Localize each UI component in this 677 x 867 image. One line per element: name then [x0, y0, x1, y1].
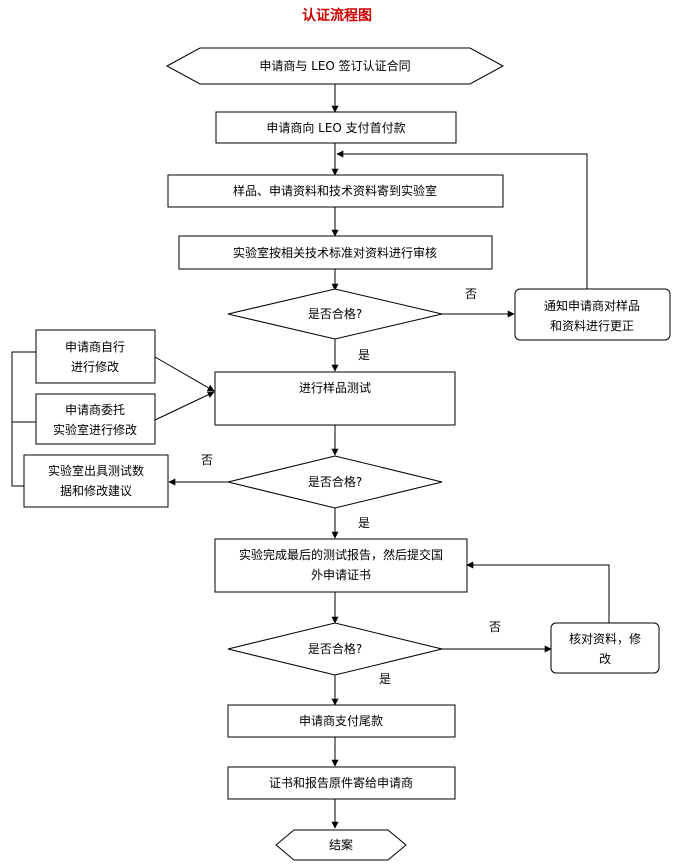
svg-text:申请商支付尾款: 申请商支付尾款: [299, 713, 383, 728]
node-lab-review: 实验室按相关技术标准对资料进行审核: [178, 235, 493, 270]
node-lab-report: 实验室出具测试数 据和修改建议: [23, 454, 169, 508]
svg-text:实验完成最后的测试报告，然后提交国: 实验完成最后的测试报告，然后提交国: [239, 547, 443, 562]
edge-selffix-to-test: [154, 356, 215, 392]
node-final-report: 实验完成最后的测试报告，然后提交国 外申请证书: [214, 538, 468, 593]
svg-text:申请商委托: 申请商委托: [65, 402, 125, 417]
node-verify-fix: 核对资料，修 改: [550, 622, 660, 674]
svg-text:申请商自行: 申请商自行: [65, 339, 125, 354]
label-no-3: 否: [489, 620, 501, 634]
svg-text:据和修改建议: 据和修改建议: [60, 483, 132, 498]
svg-text:进行修改: 进行修改: [71, 359, 119, 374]
svg-text:是否合格?: 是否合格?: [308, 306, 362, 321]
node-self-fix: 申请商自行 进行修改: [35, 329, 156, 384]
node-final-payment: 申请商支付尾款: [227, 704, 456, 738]
decision-qualified-2: 是否合格?: [227, 455, 443, 509]
decision-qualified-1: 是否合格?: [227, 288, 443, 340]
svg-text:实验室出具测试数: 实验室出具测试数: [48, 463, 144, 478]
label-no-2: 否: [201, 453, 213, 467]
edge-notify-loop-back: [336, 150, 588, 289]
svg-text:是否合格?: 是否合格?: [308, 641, 362, 656]
svg-text:改: 改: [599, 652, 611, 666]
svg-text:实验室按相关技术标准对资料进行审核: 实验室按相关技术标准对资料进行审核: [233, 245, 437, 260]
node-notify-applicant: 通知申请商对样品 和资料进行更正: [514, 288, 671, 341]
svg-text:通知申请商对样品: 通知申请商对样品: [544, 298, 640, 313]
svg-text:证书和报告原件寄给申请商: 证书和报告原件寄给申请商: [269, 775, 413, 790]
label-yes-3: 是: [379, 672, 391, 686]
svg-text:申请商向 LEO 支付首付款: 申请商向 LEO 支付首付款: [266, 120, 405, 135]
label-no-1: 否: [465, 287, 477, 301]
svg-text:核对资料，修: 核对资料，修: [569, 631, 641, 646]
svg-text:进行样品测试: 进行样品测试: [299, 380, 371, 395]
edge-entrustfix-to-test: [154, 391, 215, 421]
label-yes-1: 是: [358, 348, 370, 362]
node-send-certificate: 证书和报告原件寄给申请商: [227, 766, 456, 800]
svg-text:是否合格?: 是否合格?: [308, 474, 362, 489]
node-first-payment: 申请商向 LEO 支付首付款: [215, 111, 457, 144]
svg-text:申请商与 LEO 签订认证合同: 申请商与 LEO 签订认证合同: [259, 58, 410, 73]
svg-text:和资料进行更正: 和资料进行更正: [550, 319, 634, 333]
connectors: [11, 84, 610, 829]
node-entrust-fix: 申请商委托 实验室进行修改: [35, 393, 156, 445]
node-send-samples: 样品、申请资料和技术资料寄到实验室: [167, 174, 504, 208]
diagram-title: 认证流程图: [302, 7, 372, 24]
edge-report-bracket-selffix: [11, 351, 36, 487]
svg-text:结案: 结案: [329, 837, 353, 852]
svg-text:样品、申请资料和技术资料寄到实验室: 样品、申请资料和技术资料寄到实验室: [233, 183, 437, 198]
edge-verify-loop-back: [466, 561, 610, 623]
svg-text:实验室进行修改: 实验室进行修改: [53, 422, 137, 437]
node-end: 结案: [275, 829, 407, 861]
decision-qualified-3: 是否合格?: [227, 622, 443, 676]
node-sign-contract: 申请商与 LEO 签订认证合同: [165, 47, 505, 85]
node-sample-test: 进行样品测试: [214, 371, 456, 426]
label-yes-2: 是: [358, 516, 370, 530]
svg-text:外申请证书: 外申请证书: [311, 568, 371, 582]
